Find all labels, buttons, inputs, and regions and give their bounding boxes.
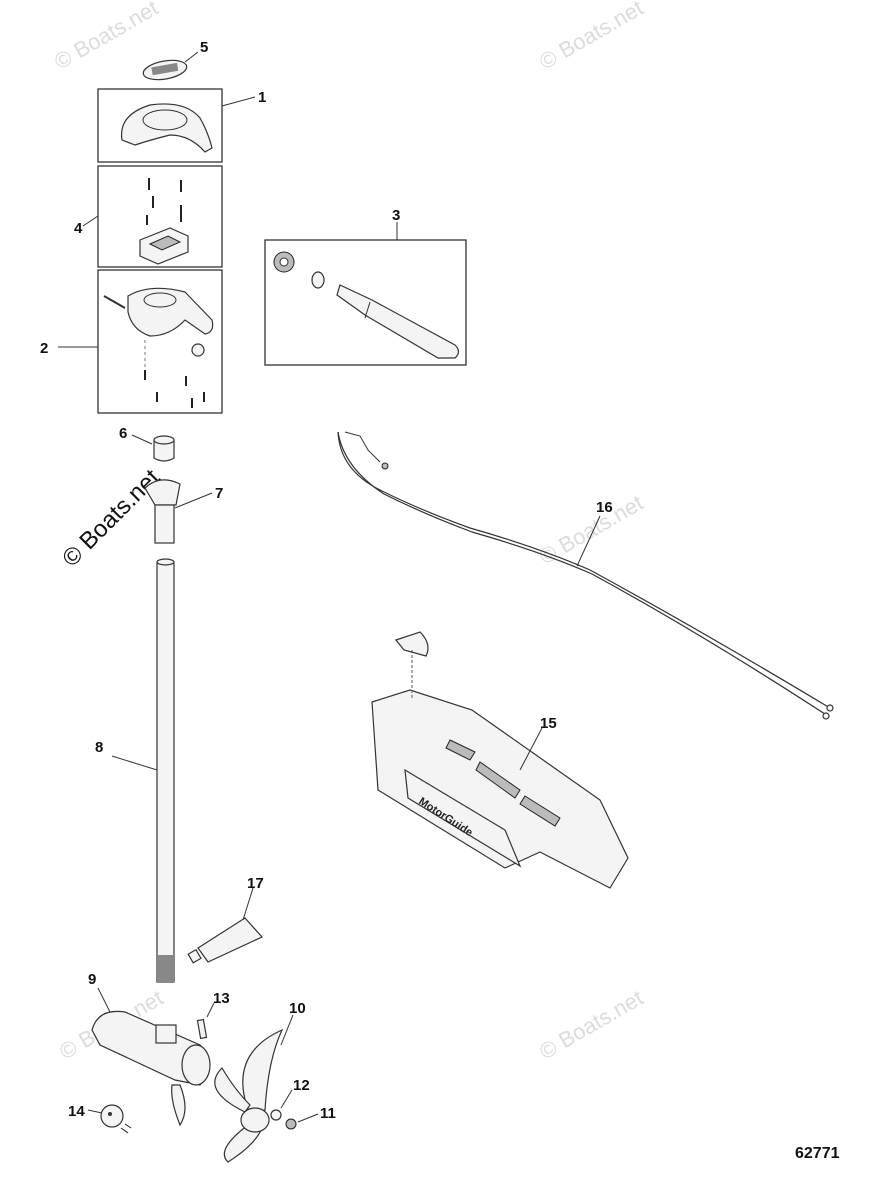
part-17-grease-tube — [187, 917, 263, 964]
callout-10: 10 — [289, 1000, 306, 1017]
callout-1: 1 — [258, 89, 266, 106]
box-2 — [97, 269, 223, 414]
part-8-shaft — [156, 558, 175, 983]
callout-8: 8 — [95, 739, 103, 756]
part-11-nut — [285, 1118, 297, 1130]
figure-number: 62771 — [795, 1145, 840, 1162]
part-5-decal — [142, 59, 188, 81]
part-6-collar — [153, 435, 175, 462]
callout-5: 5 — [200, 39, 208, 56]
part-9-motor — [91, 1010, 211, 1127]
callout-6: 6 — [119, 425, 127, 442]
watermark-top-left: © Boats.net — [50, 0, 162, 74]
box-3 — [264, 239, 467, 366]
callout-7: 7 — [215, 485, 223, 502]
callout-17: 17 — [247, 875, 264, 892]
callout-12: 12 — [293, 1077, 310, 1094]
callout-16: 16 — [596, 499, 613, 516]
callout-9: 9 — [88, 971, 96, 988]
part-2-head-housing — [103, 287, 214, 408]
callout-2: 2 — [40, 340, 48, 357]
callout-13: 13 — [213, 990, 230, 1007]
callout-15: 15 — [540, 715, 557, 732]
watermarks: © Boats.net © Boats.net © Boats.net © Bo… — [50, 0, 647, 1064]
watermark-center-left: © Boats.net — [57, 464, 165, 572]
part-1-cover — [120, 103, 213, 153]
part-15-mounting-bracket: MotorGuide — [371, 631, 629, 889]
watermark-bottom-right: © Boats.net — [535, 985, 647, 1064]
part-3-shaft-kit — [273, 251, 460, 359]
part-10-propeller — [214, 1028, 284, 1163]
callout-3: 3 — [392, 207, 400, 224]
callout-4: 4 — [74, 220, 83, 237]
part-7-bushing — [144, 479, 181, 544]
part-12-washer — [270, 1109, 282, 1121]
callout-11: 11 — [320, 1105, 336, 1122]
box-1 — [97, 88, 223, 163]
watermark-top-right: © Boats.net — [535, 0, 647, 74]
part-13-pin — [196, 1018, 208, 1040]
part-14-anode — [100, 1104, 132, 1134]
callout-14: 14 — [68, 1103, 85, 1120]
part-4-control-board — [139, 178, 189, 265]
part-16-cable — [337, 431, 834, 720]
